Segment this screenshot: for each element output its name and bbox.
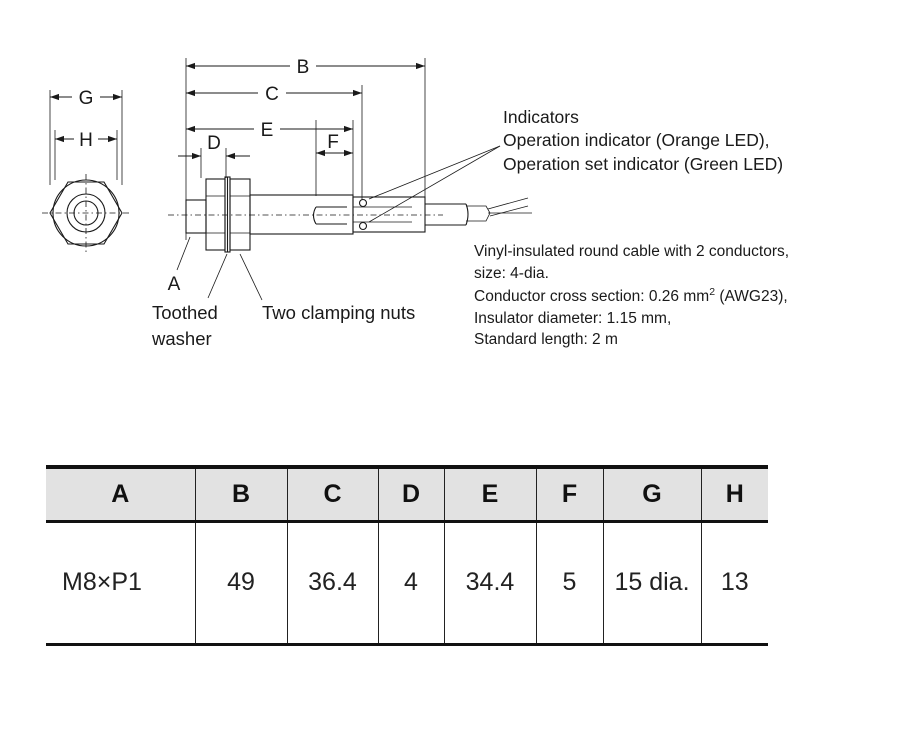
header-g: G [602,467,702,521]
table-header-row: A B C D E F G H [46,467,768,521]
cable-cross-section: Conductor cross section: 0.26 mm2 (AWG23… [474,286,788,305]
indicators-operation: Operation indicator (Orange LED), [503,130,770,150]
cable-size: size: 4-dia. [474,265,549,282]
header-a: A [46,467,196,521]
value-g: 15 dia. [602,521,702,644]
header-b: B [194,467,288,521]
header-e: E [443,467,537,521]
header-f: F [535,467,604,521]
table-row: M8×P1 49 36.4 4 34.4 5 15 dia. 13 [46,521,768,644]
dim-label-b: B [297,57,310,78]
cable-description: Vinyl-insulated round cable with 2 condu… [474,243,789,260]
clamping-nuts-label: Two clamping nuts [262,302,415,323]
value-b: 49 [194,521,288,644]
header-h: H [700,467,768,521]
value-d: 4 [377,521,445,644]
dim-label-d: D [207,133,221,154]
dim-label-e: E [261,120,274,141]
dim-label-c: C [265,84,279,105]
dim-label-h: H [79,130,93,151]
header-d: D [377,467,445,521]
dim-label-g: G [79,88,94,109]
header-c: C [286,467,379,521]
indicators-operation-set: Operation set indicator (Green LED) [503,154,783,174]
toothed-washer-label-line1: Toothed [152,302,218,323]
indicators-title: Indicators [503,107,579,127]
end-view [42,90,130,252]
value-f: 5 [535,521,604,644]
cable-standard-length: Standard length: 2 m [474,331,618,348]
value-c: 36.4 [286,521,379,644]
value-h: 13 [700,521,768,644]
value-a: M8×P1 [46,521,196,644]
value-e: 34.4 [443,521,537,644]
dim-label-a: A [168,274,181,295]
cable-insulator-diameter: Insulator diameter: 1.15 mm, [474,310,671,327]
side-view [168,58,532,301]
dimensions-table: A B C D E F G H M8×P1 49 36.4 4 34.4 5 1… [46,465,768,646]
dim-label-f: F [327,132,339,153]
toothed-washer-label-line2: washer [151,328,212,349]
